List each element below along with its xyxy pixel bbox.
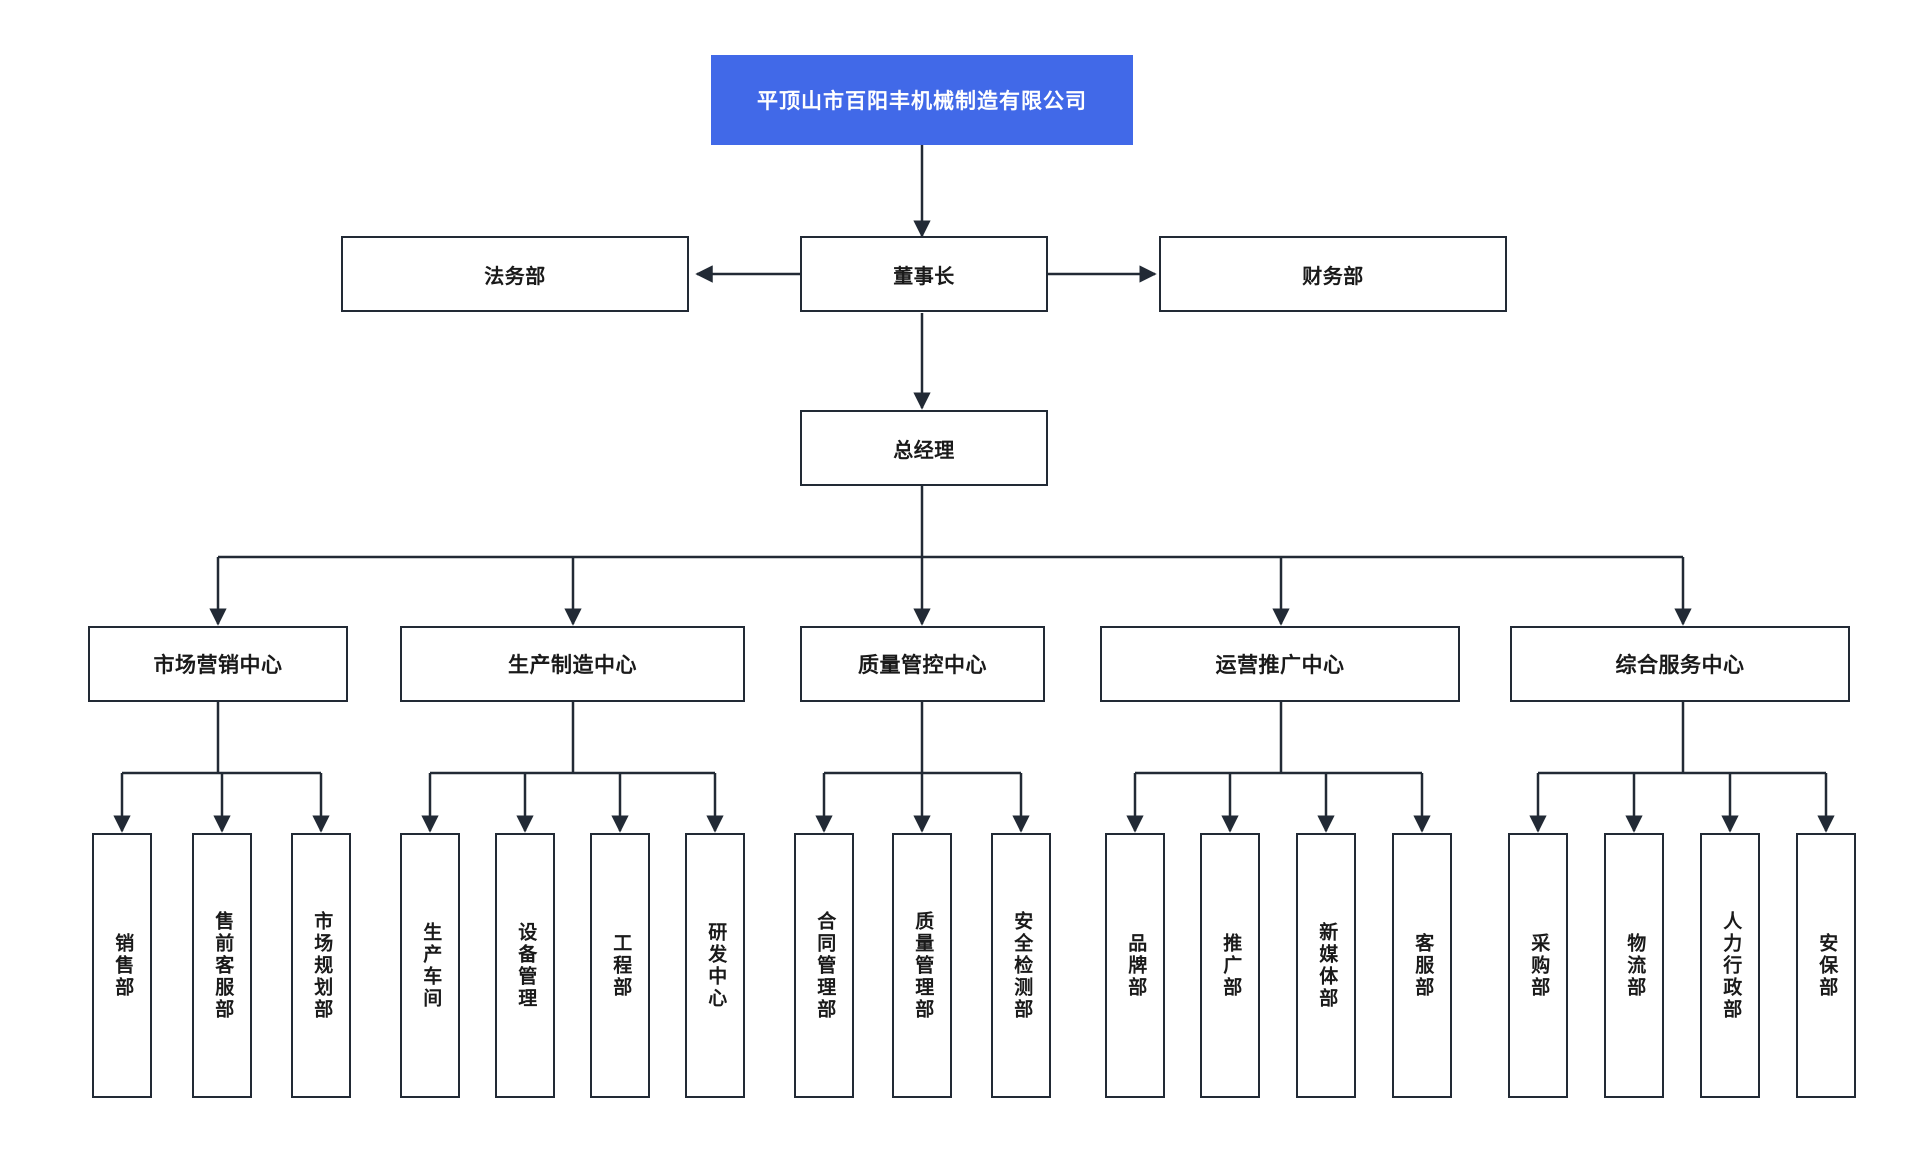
node-label: 法务部: [484, 265, 546, 288]
node-dept-presales-service[interactable]: 售前客服部: [192, 833, 252, 1098]
node-label: 工程部: [610, 932, 632, 999]
node-dept-security[interactable]: 安保部: [1796, 833, 1856, 1098]
node-label: 董事长: [893, 265, 955, 288]
node-label: 设备管理: [515, 921, 537, 1010]
node-label: 客服部: [1412, 932, 1434, 999]
node-dept-promotion[interactable]: 推广部: [1200, 833, 1260, 1098]
node-dept-sales[interactable]: 销售部: [92, 833, 152, 1098]
node-label: 人力行政部: [1720, 910, 1742, 1021]
node-dept-contract-management[interactable]: 合同管理部: [794, 833, 854, 1098]
node-label: 生产车间: [420, 921, 442, 1010]
node-chairman[interactable]: 董事长: [800, 236, 1048, 312]
node-center-quality[interactable]: 质量管控中心: [800, 626, 1045, 702]
node-label: 采购部: [1528, 932, 1550, 999]
node-label: 推广部: [1220, 932, 1242, 999]
node-label: 运营推广中心: [1215, 654, 1345, 677]
node-dept-customer-service[interactable]: 客服部: [1392, 833, 1452, 1098]
node-dept-engineering[interactable]: 工程部: [590, 833, 650, 1098]
node-label: 合同管理部: [814, 910, 836, 1021]
node-label: 售前客服部: [212, 910, 234, 1021]
node-label: 生产制造中心: [508, 654, 637, 677]
node-center-manufacturing[interactable]: 生产制造中心: [400, 626, 745, 702]
node-dept-logistics[interactable]: 物流部: [1604, 833, 1664, 1098]
node-label: 市场规划部: [311, 910, 333, 1021]
node-dept-new-media[interactable]: 新媒体部: [1296, 833, 1356, 1098]
node-label: 质量管理部: [912, 910, 934, 1021]
node-company-root[interactable]: 平顶山市百阳丰机械制造有限公司: [711, 55, 1133, 145]
node-dept-hr-administration[interactable]: 人力行政部: [1700, 833, 1760, 1098]
node-label: 物流部: [1624, 932, 1646, 999]
node-dept-brand[interactable]: 品牌部: [1105, 833, 1165, 1098]
node-center-services[interactable]: 综合服务中心: [1510, 626, 1850, 702]
node-general-manager[interactable]: 总经理: [800, 410, 1048, 486]
node-label: 平顶山市百阳丰机械制造有限公司: [757, 90, 1087, 113]
node-label: 质量管控中心: [858, 654, 987, 677]
node-label: 安全检测部: [1011, 910, 1033, 1021]
node-dept-rnd-center[interactable]: 研发中心: [685, 833, 745, 1098]
node-dept-production-workshop[interactable]: 生产车间: [400, 833, 460, 1098]
node-label: 财务部: [1302, 265, 1364, 288]
node-dept-safety-inspection[interactable]: 安全检测部: [991, 833, 1051, 1098]
node-center-marketing[interactable]: 市场营销中心: [88, 626, 348, 702]
node-dept-market-planning[interactable]: 市场规划部: [291, 833, 351, 1098]
node-label: 综合服务中心: [1615, 654, 1745, 677]
node-label: 研发中心: [705, 921, 727, 1010]
node-dept-equipment-management[interactable]: 设备管理: [495, 833, 555, 1098]
node-label: 新媒体部: [1316, 921, 1338, 1010]
node-label: 市场营销中心: [153, 654, 283, 677]
node-center-operations[interactable]: 运营推广中心: [1100, 626, 1460, 702]
node-legal-department[interactable]: 法务部: [341, 236, 689, 312]
node-finance-department[interactable]: 财务部: [1159, 236, 1507, 312]
node-label: 品牌部: [1125, 932, 1147, 999]
node-label: 销售部: [112, 932, 134, 999]
node-dept-procurement[interactable]: 采购部: [1508, 833, 1568, 1098]
node-label: 安保部: [1816, 932, 1838, 999]
node-label: 总经理: [893, 439, 955, 462]
node-dept-quality-management[interactable]: 质量管理部: [892, 833, 952, 1098]
